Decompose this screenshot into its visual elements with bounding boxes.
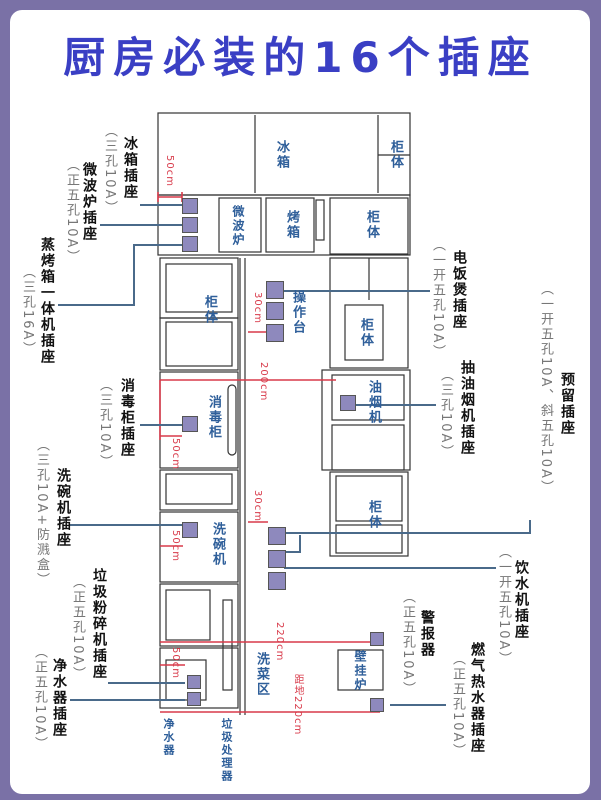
socket-rice-cooker-3	[266, 324, 284, 342]
socket-microwave	[182, 217, 198, 233]
socket-garbage-disposer	[187, 675, 201, 689]
label-cabinet-left: 柜体	[202, 295, 217, 325]
microwave-box	[218, 197, 262, 253]
callout-hood-spec: （三孔10A）	[438, 368, 453, 460]
callout-garbage-name: 垃圾粉碎机插座	[91, 568, 107, 680]
socket-reserved-1	[268, 527, 286, 545]
callout-dishwasher-name: 洗碗机插座	[55, 468, 71, 548]
dim-sterilizer-50: 50cm	[170, 438, 181, 470]
label-sterilizer: 消毒柜	[206, 395, 221, 440]
callout-purifier-name: 净水器插座	[51, 658, 67, 738]
callout-rice-cooker-spec: （一开五孔10A）	[430, 238, 445, 360]
label-microwave: 微波炉	[231, 205, 245, 247]
label-garbage-disposer: 垃圾处理器	[220, 718, 233, 783]
callout-sterilizer-spec: （三孔10A）	[97, 378, 112, 470]
callout-microwave-spec: （正五孔10A）	[64, 158, 79, 265]
callout-gas-heater-name: 燃气热水器插座	[469, 642, 485, 754]
callout-steam-oven-name: 蒸烤箱一体机插座	[39, 237, 55, 365]
callout-reserved-spec: （一开五孔10A、斜五孔10A）	[538, 282, 553, 495]
dim-dishwasher-50: 50cm	[170, 530, 181, 562]
dim-counter-30: 30cm	[252, 490, 263, 522]
page-title: 厨房必装的16个插座	[63, 33, 538, 82]
card-background	[10, 10, 590, 794]
socket-reserved-2	[268, 550, 286, 568]
callout-alarm-name: 警报器	[419, 610, 435, 658]
label-fridge: 冰箱	[274, 140, 289, 170]
socket-dishwasher	[182, 522, 198, 538]
dim-sink-50: 50cm	[170, 647, 181, 679]
label-hood: 油烟机	[366, 380, 381, 425]
label-cabinet-lower: 柜体	[366, 500, 381, 530]
oven-box	[265, 197, 315, 253]
socket-rice-cooker-2	[266, 302, 284, 320]
callout-sterilizer-name: 消毒柜插座	[119, 378, 135, 458]
socket-alarm	[370, 632, 384, 646]
callout-dishwasher-spec: （三孔10A+防溅盒）	[34, 438, 49, 588]
callout-fridge-name: 冰箱插座	[122, 136, 138, 200]
label-boiler: 壁挂炉	[353, 650, 367, 692]
dishwasher-box	[159, 511, 239, 583]
dim-top-50: 50cm	[164, 155, 175, 187]
label-cabinet-right: 柜体	[358, 318, 373, 348]
callout-water-dispenser-name: 饮水机插座	[513, 560, 529, 640]
callout-alarm-spec: （正五孔10A）	[400, 590, 415, 697]
callout-steam-oven-spec: （三孔16A）	[20, 265, 35, 357]
dim-height-220: 220cm	[274, 622, 285, 662]
callout-microwave-name: 微波炉插座	[81, 162, 97, 242]
callout-reserved-name: 预留插座	[559, 372, 575, 436]
socket-water-purifier	[187, 692, 201, 706]
boiler-box	[337, 649, 384, 691]
socket-hood	[340, 395, 356, 411]
callout-fridge-spec: （三孔10A）	[102, 124, 117, 216]
label-dishwasher: 洗碗机	[210, 522, 225, 567]
socket-sterilizer	[182, 416, 198, 432]
label-water-purifier: 净水器	[162, 718, 175, 757]
socket-fridge	[182, 198, 198, 214]
socket-gas-heater	[370, 698, 384, 712]
label-worktop: 操作台	[290, 290, 305, 335]
callout-rice-cooker-name: 电饭煲插座	[451, 250, 467, 330]
label-oven: 烤箱	[284, 210, 299, 240]
socket-rice-cooker-1	[266, 281, 284, 299]
callout-garbage-spec: （正五孔10A）	[70, 575, 85, 682]
leader-steam-oven	[58, 244, 183, 306]
dim-height-200: 200cm	[258, 362, 269, 402]
dim-floor-220: 距地220cm	[292, 674, 303, 736]
callout-water-dispenser-spec: （一开五孔10A）	[496, 545, 511, 667]
socket-water-dispenser	[268, 572, 286, 590]
dim-worktop-30: 30cm	[252, 292, 263, 324]
label-cabinet-2: 柜体	[364, 210, 379, 240]
callout-hood-name: 抽油烟机插座	[459, 360, 475, 456]
label-cabinet-top: 柜体	[388, 140, 403, 170]
leader-reserved	[284, 520, 531, 534]
callout-purifier-spec: （正五孔10A）	[32, 645, 47, 752]
label-sink-area: 洗菜区	[254, 652, 269, 697]
socket-steam-oven	[182, 236, 198, 252]
callout-gas-heater-spec: （正五孔10A）	[450, 652, 465, 759]
